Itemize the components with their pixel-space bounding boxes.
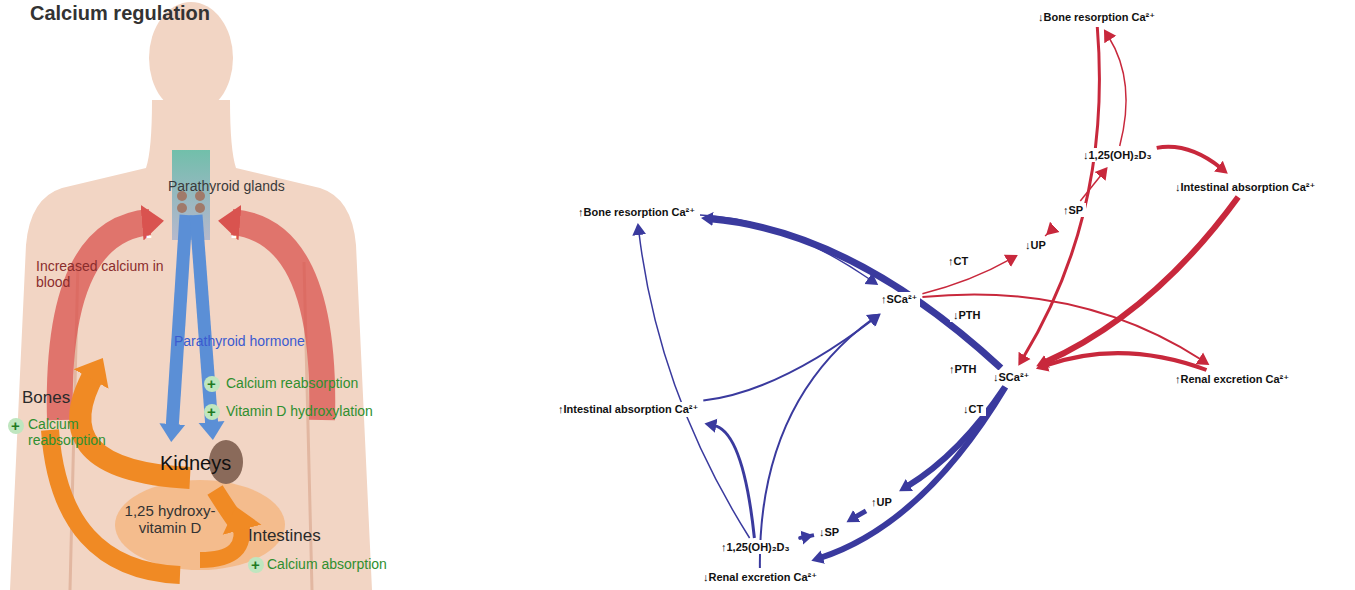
feedback-connector xyxy=(639,232,750,538)
body-illustration xyxy=(0,0,460,590)
pathway-term: ↓CT xyxy=(960,402,986,416)
effect-label: Vitamin D hydroxylation xyxy=(226,403,373,419)
feedback-connector xyxy=(907,387,1005,487)
pathway-term: ↓1,25(OH)₂D₃ xyxy=(1080,148,1155,162)
parathyroid-gland xyxy=(195,203,205,213)
minus-sign: - xyxy=(146,226,152,247)
feedback-arrow xyxy=(60,222,150,420)
pathway-term: ↑Bone resorption Ca²⁺ xyxy=(575,205,698,220)
feedback-connector xyxy=(800,535,814,538)
pathway-term: ↑1,25(OH)₂D₃ xyxy=(718,540,793,554)
effect-label: Calcium reabsorption xyxy=(28,416,126,448)
feedback-connector xyxy=(1109,37,1126,146)
minus-sign: - xyxy=(231,226,237,247)
term-text: ↑SCa²⁺ xyxy=(881,293,917,305)
term-text: ↓Intestinal absorption Ca²⁺ xyxy=(1175,181,1315,193)
pathway-term: ↓UP xyxy=(1022,238,1049,252)
plus-badge xyxy=(8,418,24,434)
hormone-label: Parathyroid hormone xyxy=(174,333,305,349)
plus-badge xyxy=(204,376,220,392)
torso xyxy=(10,100,372,590)
pathway-term: ↑Intestinal absorption Ca²⁺ xyxy=(555,402,701,417)
term-text: ↓PTH xyxy=(953,309,981,321)
term-text: ↓SCa²⁺ xyxy=(993,371,1029,383)
pathway-term: ↑SP xyxy=(1060,203,1086,217)
gland-label: Parathyroid glands xyxy=(168,178,285,194)
pathway-term: ↓SCa²⁺ xyxy=(990,370,1032,385)
pathway-term: ↓SP xyxy=(816,525,842,539)
pathway-term: ↑Renal excretion Ca²⁺ xyxy=(1172,372,1292,387)
term-text: ↓Bone resorption Ca²⁺ xyxy=(1038,11,1155,23)
feedback-connector xyxy=(1023,27,1099,358)
term-text: ↑1,25(OH)₂D₃ xyxy=(721,541,790,553)
plus-badge xyxy=(248,557,264,573)
vitamin-d-arrow xyxy=(215,490,241,527)
blood-label: Increased calcium in blood xyxy=(36,258,166,290)
feedback-connector xyxy=(1045,229,1053,236)
plus-sign: + xyxy=(251,556,260,573)
term-text: ↓1,25(OH)₂D₃ xyxy=(1083,149,1152,161)
plus-sign: + xyxy=(207,375,216,392)
term-text: ↑Intestinal absorption Ca²⁺ xyxy=(558,403,698,415)
parathyroid-gland xyxy=(177,203,187,213)
pathway-term: ↑SCa²⁺ xyxy=(878,292,920,307)
plus-sign: + xyxy=(11,417,20,434)
plus-badge xyxy=(204,404,220,420)
feedback-connector xyxy=(710,219,1001,368)
vitamin-d-arrow xyxy=(200,522,242,560)
feedback-connector xyxy=(1044,353,1206,370)
hormone-arrow xyxy=(196,215,212,428)
term-text: ↑UP xyxy=(871,496,892,508)
feedback-connector xyxy=(713,425,754,538)
feedback-connector xyxy=(820,387,1006,558)
feedback-connector xyxy=(922,294,1201,360)
term-text: ↓UP xyxy=(1025,239,1046,251)
term-text: ↓Renal excretion Ca²⁺ xyxy=(703,571,817,583)
feedback-connector xyxy=(854,511,866,518)
pathway-term: ↓Bone resorption Ca²⁺ xyxy=(1035,10,1158,25)
feedback-connector xyxy=(1157,147,1221,168)
term-text: ↓SP xyxy=(819,526,839,538)
feedback-connector xyxy=(700,215,871,280)
feedback-connector xyxy=(703,319,873,401)
term-text: ↑PTH xyxy=(949,363,977,375)
feedback-connector xyxy=(1044,197,1238,363)
effect-label: Calcium reabsorption xyxy=(226,375,358,391)
organ-label: Kidneys xyxy=(160,452,231,475)
pathway-term: ↓PTH xyxy=(950,308,984,322)
organ-label: Bones xyxy=(22,388,70,408)
term-text: ↑CT xyxy=(948,255,968,267)
term-text: ↑SP xyxy=(1063,204,1083,216)
diagram-title: Calcium regulation xyxy=(30,2,210,25)
term-text: ↑Bone resorption Ca²⁺ xyxy=(578,206,695,218)
pathway-term: ↑UP xyxy=(868,495,895,509)
pathway-term: ↓Renal excretion Ca²⁺ xyxy=(700,570,820,585)
term-text: ↓CT xyxy=(963,403,983,415)
pathway-term: ↑PTH xyxy=(946,362,980,376)
organ-label: Intestines xyxy=(248,526,321,546)
hormone-arrow xyxy=(172,215,186,430)
vitamin-label: 1,25 hydroxy-vitamin D xyxy=(110,502,230,537)
term-text: ↑Renal excretion Ca²⁺ xyxy=(1175,373,1289,385)
plus-sign: + xyxy=(207,403,216,420)
pathway-term: ↓Intestinal absorption Ca²⁺ xyxy=(1172,180,1318,195)
feedback-connector xyxy=(760,319,873,568)
pathway-term: ↑CT xyxy=(945,254,971,268)
effect-label: Calcium absorption xyxy=(267,556,387,572)
